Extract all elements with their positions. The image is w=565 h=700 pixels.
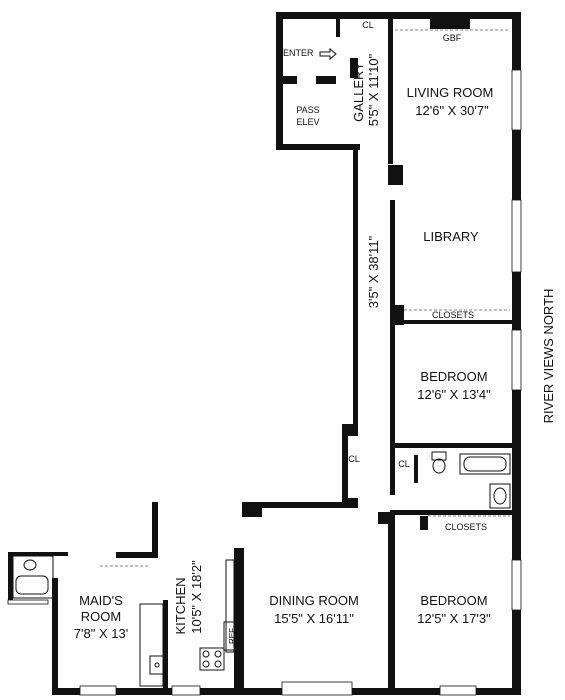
bedroom1-name: BEDROOM xyxy=(420,369,487,384)
fixtures xyxy=(12,29,511,687)
ref-label: REF xyxy=(228,628,237,644)
cl-mid-label: CL xyxy=(348,454,360,464)
closets1-label: CLOSETS xyxy=(432,310,474,320)
gallery-dim: 5'5" X 11'10" xyxy=(366,53,381,126)
gbf-label: GBF xyxy=(443,33,462,43)
cl-bath-label: CL xyxy=(398,459,410,469)
bedroom1-dim: 12'6" X 13'4" xyxy=(417,387,491,402)
maids-room-name: MAID'S xyxy=(79,593,123,608)
cl-top-label: CL xyxy=(362,20,374,30)
gallery-name: GALLERY xyxy=(351,62,366,122)
small-labels: ENTER PASS ELEV CL CL CL GBF CLOSETS CLO… xyxy=(228,20,556,644)
kitchen-name: KITCHEN xyxy=(173,577,188,634)
river-views-label: RIVER VIEWS NORTH xyxy=(541,289,556,424)
elev-label: ELEV xyxy=(296,117,319,127)
library-name: LIBRARY xyxy=(423,229,479,244)
dining-room-name: DINING ROOM xyxy=(269,593,359,608)
kitchen-dim: 10'5" X 18'2" xyxy=(189,560,204,634)
living-room-dim: 12'6" X 30'7" xyxy=(415,103,489,118)
windows xyxy=(7,69,522,696)
room-labels: LIVING ROOM 12'6" X 30'7" LIBRARY GALLER… xyxy=(74,53,494,641)
maids-room-name2: ROOM xyxy=(81,609,121,624)
hall-dim: 3'5" X 38'11" xyxy=(366,235,381,308)
bedroom2-dim: 12'5" X 17'3" xyxy=(417,611,491,626)
closets2-label: CLOSETS xyxy=(445,522,487,532)
enter-label: ENTER xyxy=(283,48,314,58)
bedroom2-name: BEDROOM xyxy=(420,593,487,608)
living-room-name: LIVING ROOM xyxy=(407,85,494,100)
dining-room-dim: 15'5" X 16'11" xyxy=(274,611,354,626)
maids-room-dim: 7'8" X 13' xyxy=(74,626,128,641)
pass-label: PASS xyxy=(296,105,319,115)
